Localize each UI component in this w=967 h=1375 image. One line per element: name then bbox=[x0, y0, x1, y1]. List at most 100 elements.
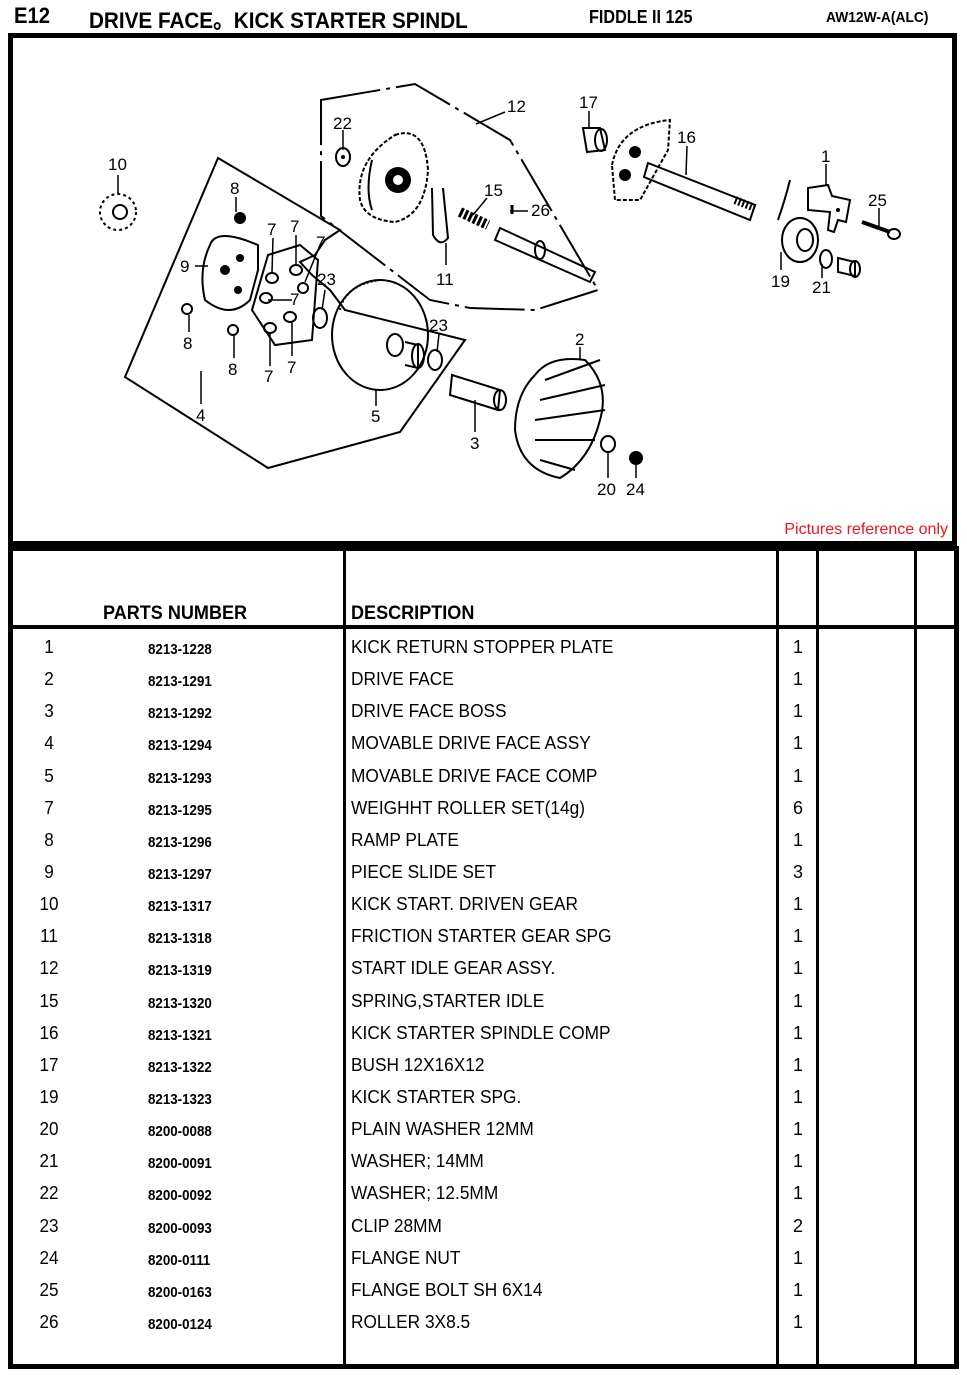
ref-number: 10 bbox=[39, 894, 59, 915]
description: MOVABLE DRIVE FACE ASSY bbox=[351, 733, 591, 754]
header-divider bbox=[13, 625, 954, 629]
quantity: 1 bbox=[792, 1311, 803, 1332]
part-number: 8213-1294 bbox=[148, 738, 212, 755]
callout-9a: 8 bbox=[230, 179, 239, 198]
part-25-bolt bbox=[861, 220, 901, 240]
quantity: 1 bbox=[792, 1119, 803, 1140]
ref-number: 4 bbox=[44, 733, 54, 754]
callout-12: 12 bbox=[507, 97, 526, 116]
divider-description bbox=[343, 551, 346, 1364]
part-number: 8213-1292 bbox=[148, 706, 212, 723]
part-number: 8213-1293 bbox=[148, 770, 212, 787]
part-19-kick-spring bbox=[777, 179, 819, 263]
quantity: 1 bbox=[792, 958, 803, 979]
callout-7b: 7 bbox=[290, 217, 299, 236]
ref-number: 7 bbox=[44, 797, 54, 818]
ref-number: 20 bbox=[39, 1119, 59, 1140]
section-title: DRIVE FACE。KICK STARTER SPINDL bbox=[89, 8, 468, 33]
header-description: DESCRIPTION bbox=[351, 603, 475, 624]
callout-25: 25 bbox=[868, 191, 887, 210]
callout-17: 17 bbox=[579, 93, 598, 112]
part-number: 8200-0124 bbox=[148, 1316, 212, 1333]
idle-shaft bbox=[493, 226, 597, 284]
part-number: 8200-0093 bbox=[148, 1220, 212, 1237]
part-15-spring bbox=[457, 207, 491, 230]
callout-16: 16 bbox=[677, 128, 696, 147]
description: KICK STARTER SPG. bbox=[351, 1086, 522, 1107]
description: ROLLER 3X8.5 bbox=[351, 1311, 471, 1332]
page-header: E12 DRIVE FACE。KICK STARTER SPINDL FIDDL… bbox=[0, 0, 967, 34]
divider-qty bbox=[776, 551, 779, 1364]
quantity: 1 bbox=[792, 829, 803, 850]
part-number: 8213-1322 bbox=[148, 1059, 212, 1076]
callout-11: 11 bbox=[436, 270, 454, 289]
ref-number: 26 bbox=[39, 1311, 59, 1332]
part-23-clips bbox=[312, 307, 443, 371]
divider-extra2 bbox=[914, 551, 917, 1364]
description: FLANGE NUT bbox=[351, 1247, 461, 1268]
callout-9b: 8 bbox=[183, 334, 192, 353]
part-number: 8213-1228 bbox=[148, 642, 212, 658]
description: CLIP 28MM bbox=[351, 1215, 442, 1236]
part-16-kick-spindle bbox=[610, 118, 757, 222]
part-number: 8213-1297 bbox=[148, 866, 212, 883]
description: RAMP PLATE bbox=[351, 829, 459, 850]
part-5-movable-face bbox=[331, 279, 429, 391]
part-12-idle-gear bbox=[358, 132, 430, 224]
quantity: 1 bbox=[792, 701, 803, 722]
part-number: 8200-0163 bbox=[148, 1284, 212, 1301]
part-number: 8213-1291 bbox=[148, 674, 212, 691]
ref-number: 8 bbox=[44, 829, 54, 850]
quantity: 1 bbox=[792, 765, 803, 786]
quantity: 2 bbox=[792, 1215, 803, 1236]
description: PLAIN WASHER 12MM bbox=[351, 1119, 534, 1140]
callout-23b: 23 bbox=[429, 316, 448, 335]
callout-7a: 7 bbox=[267, 220, 276, 239]
callout-2: 2 bbox=[575, 330, 584, 349]
ref-number: 12 bbox=[39, 958, 59, 979]
description: WASHER; 12.5MM bbox=[351, 1183, 499, 1204]
callout-1: 1 bbox=[821, 147, 830, 166]
callout-4: 4 bbox=[196, 406, 205, 425]
assy-4-outline bbox=[123, 156, 467, 470]
callout-22: 22 bbox=[333, 114, 352, 133]
callout-19: 19 bbox=[771, 272, 790, 291]
description: BUSH 12X16X12 bbox=[351, 1054, 485, 1075]
quantity: 1 bbox=[792, 926, 803, 947]
quantity: 1 bbox=[792, 637, 803, 657]
section-code: E12 bbox=[14, 3, 51, 28]
leader-lines bbox=[117, 111, 880, 478]
part-7-rollers bbox=[250, 243, 320, 347]
model-code: AW12W-A(ALC) bbox=[826, 9, 929, 26]
part-20-washer bbox=[600, 435, 616, 453]
description: WEIGHHT ROLLER SET(14g) bbox=[351, 797, 585, 818]
part-22-washer bbox=[335, 147, 351, 167]
description: START IDLE GEAR ASSY. bbox=[351, 958, 556, 979]
diagram-drawing: 10 8 9 8 8 7 7 7 7 7 7 23 23 4 5 22 12 1… bbox=[99, 82, 901, 499]
description: KICK START. DRIVEN GEAR bbox=[351, 894, 578, 915]
callout-21: 21 bbox=[812, 278, 831, 297]
description: FRICTION STARTER GEAR SPG bbox=[351, 926, 612, 947]
quantity: 1 bbox=[792, 1247, 803, 1268]
ref-number: 23 bbox=[39, 1215, 59, 1236]
quantity: 6 bbox=[792, 797, 803, 818]
table-row: 26 8200-0124 ROLLER 3X8.5 1 bbox=[13, 1308, 954, 1340]
quantity: 1 bbox=[792, 1279, 803, 1300]
ref-number: 15 bbox=[39, 990, 59, 1011]
ref-number: 2 bbox=[44, 669, 54, 690]
exploded-diagram: 10 8 9 8 8 7 7 7 7 7 7 23 23 4 5 22 12 1… bbox=[8, 33, 957, 546]
callout-15: 15 bbox=[484, 181, 503, 200]
callout-7f: 7 bbox=[287, 358, 296, 377]
